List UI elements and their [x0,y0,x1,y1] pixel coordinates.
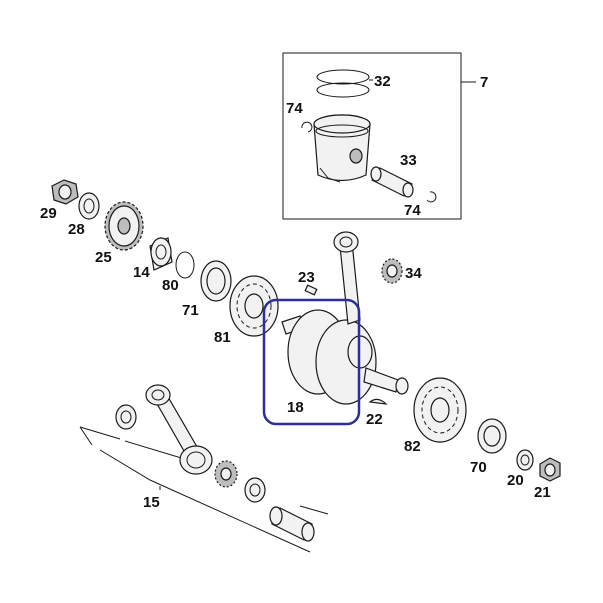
key-22 [368,398,388,405]
label-80: 80 [162,277,179,294]
label-74-lower: 74 [404,202,421,219]
label-7: 7 [480,74,488,91]
washer-small-right [244,477,266,503]
label-21: 21 [534,484,551,501]
seal-71 [200,260,232,302]
kit-bracket-bottom [99,449,311,553]
washer-small-left [115,404,137,430]
label-29: 29 [40,205,57,222]
label-18: 18 [287,399,304,416]
seal-70 [477,418,507,454]
highlight-box-18 [262,298,361,426]
piston-pin [370,166,414,198]
nut-29 [51,179,79,205]
label-23: 23 [298,269,315,286]
label-81: 81 [214,329,231,346]
label-33: 33 [400,152,417,169]
needle-bearing-34 [381,258,403,284]
label-20: 20 [507,472,524,489]
o-ring-80 [175,251,195,279]
piston-ring-lower [316,82,370,98]
circlip-lower [426,191,437,203]
label-32: 32 [374,73,391,90]
label-14: 14 [133,264,150,281]
label-70: 70 [470,459,487,476]
kit-frame-top [79,426,329,515]
label-71: 71 [182,302,199,319]
pin-23 [304,284,318,296]
bearing-14 [149,237,173,271]
gear-25 [104,201,144,251]
label-34: 34 [405,265,422,282]
piston-ring-upper [316,69,370,85]
label-74-upper: 74 [286,100,303,117]
con-rod-kit-group [79,384,329,553]
con-rod-spare [145,384,213,475]
crank-pin [269,506,315,542]
circlip-upper [301,121,313,133]
label-22: 22 [366,411,383,428]
connecting-rod [339,241,361,325]
washer-20 [516,449,534,471]
nut-21 [539,457,561,482]
main-bearing-81 [229,275,279,337]
label-28: 28 [68,221,85,238]
label-82: 82 [404,438,421,455]
piston-kit-group: 7 32 74 33 74 [282,52,488,220]
label-15: 15 [143,494,160,511]
label-25: 25 [95,249,112,266]
piston-kit-frame [282,52,462,220]
needle-bearing-spare [214,460,238,488]
piston [313,114,371,183]
washer-28 [78,192,100,220]
crankshaft [281,231,409,405]
main-bearing-82 [413,377,467,443]
